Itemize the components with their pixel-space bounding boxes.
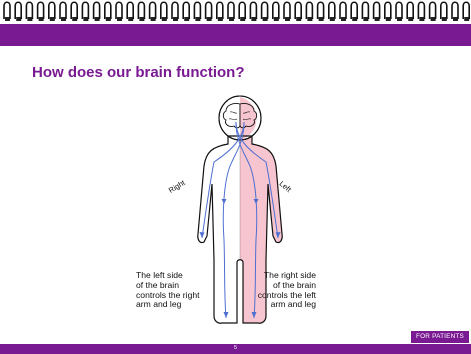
caption-left-brain: The left side of the brain controls the … xyxy=(136,271,232,310)
page-number: 5 xyxy=(0,345,471,352)
brain-icon xyxy=(223,103,256,127)
audience-badge: FOR PATIENTS xyxy=(411,331,469,343)
page-title: How does our brain function? xyxy=(32,64,245,81)
spiral-binding-icon xyxy=(0,0,471,24)
caption-right-brain: The right side of the brain controls the… xyxy=(244,271,316,310)
